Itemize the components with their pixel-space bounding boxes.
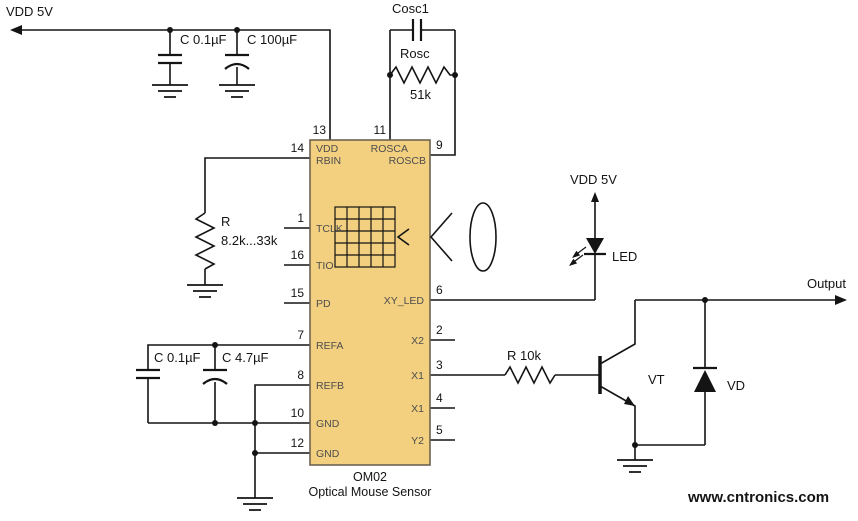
output-arrow-icon [835, 295, 847, 305]
vdd-arrow-up-icon [591, 192, 599, 202]
capacitor-c4 [202, 368, 228, 385]
diode-triangle-icon [694, 370, 716, 392]
ground-symbols [152, 84, 653, 511]
pin-number-16: 16 [291, 248, 305, 262]
label-transistor: VT [648, 372, 665, 387]
capacitor-c3 [136, 368, 160, 380]
pin-number-14: 14 [291, 141, 305, 155]
label-vdd-left: VDD 5V [6, 4, 53, 19]
led-triangle-icon [586, 238, 604, 254]
pin-number-5: 5 [436, 423, 443, 437]
pin-number-6: 6 [436, 283, 443, 297]
pin-number-11: 11 [374, 123, 387, 137]
ic-outline [309, 139, 431, 466]
label-rosc: Rosc [400, 46, 430, 61]
pin-name-tclk: TCLK [316, 223, 343, 235]
label-cap2: C 100µF [247, 32, 297, 47]
watermark: www.cntronics.com [687, 489, 829, 506]
pin-number-10: 10 [291, 406, 305, 420]
pin-name-vdd: VDD [316, 143, 339, 155]
pin-name-rosca: ROSCA [371, 143, 408, 155]
wires [22, 29, 836, 498]
pin-number-13: 13 [313, 123, 327, 137]
pin-number-9: 9 [436, 138, 443, 152]
pin-name-refb: REFB [316, 380, 344, 392]
label-rosc-value: 51k [410, 87, 431, 102]
led-emission-arrows-icon [569, 246, 587, 266]
capacitor-c2 [224, 53, 250, 70]
label-cosc1: Cosc1 [392, 1, 429, 16]
label-r-rbin-value: 8.2k...33k [221, 233, 278, 248]
ground-icon [219, 84, 255, 98]
pin-number-4: 4 [436, 391, 443, 405]
sensor-grid-icon [334, 206, 396, 268]
pin-number-7: 7 [297, 328, 304, 342]
label-output: Output [807, 276, 846, 291]
pin-name-pd: PD [316, 298, 331, 310]
ground-icon [152, 84, 188, 98]
pin-number-3: 3 [436, 358, 443, 372]
label-vdd-right: VDD 5V [570, 172, 617, 187]
light-chevron-small-icon [396, 228, 410, 246]
pin-name-y2: Y2 [411, 435, 424, 447]
pin-name-refa: REFA [316, 340, 343, 352]
label-cap3: C 0.1µF [154, 350, 201, 365]
pin-name-roscb: ROSCB [389, 155, 426, 167]
vdd-arrow-left-icon [10, 25, 22, 35]
pin-name-gnd1: GND [316, 418, 340, 430]
pin-name-xy-led: XY_LED [384, 295, 425, 307]
label-r-base: R 10k [507, 348, 541, 363]
ground-icon [187, 284, 223, 298]
ground-icon [617, 459, 653, 473]
transistor-symbol [598, 356, 635, 406]
label-cap1: C 0.1µF [180, 32, 227, 47]
junction-dots [167, 27, 708, 456]
capacitor-c1 [158, 53, 182, 65]
pin-number-12: 12 [291, 436, 305, 450]
lens-icon [469, 202, 497, 272]
ic-body [309, 139, 431, 466]
ic-subtitle: Optical Mouse Sensor [309, 485, 432, 499]
ground-icon [237, 497, 273, 511]
pin-name-x1a: X1 [411, 370, 424, 382]
pin-number-1: 1 [297, 211, 304, 225]
pin-name-gnd2: GND [316, 448, 340, 460]
capacitor-cosc1 [411, 19, 423, 41]
pin-number-15: 15 [291, 286, 305, 300]
diode-symbol [693, 366, 717, 392]
label-diode: VD [727, 378, 745, 393]
optics [429, 202, 497, 272]
label-led: LED [612, 249, 637, 264]
pin-number-8: 8 [297, 368, 304, 382]
pin-name-x1b: X1 [411, 403, 424, 415]
pin-name-rbin: RBIN [316, 155, 341, 167]
label-r-rbin: R [221, 214, 230, 229]
label-cap4: C 4.7µF [222, 350, 269, 365]
pin-number-2: 2 [436, 323, 443, 337]
light-chevron-large-icon [429, 212, 453, 262]
pin-name-tio: TIO [316, 260, 334, 272]
emitter-arrow-icon [624, 396, 635, 406]
pin-name-x2: X2 [411, 335, 424, 347]
ic-name: OM02 [353, 470, 387, 484]
led-symbol [569, 192, 606, 266]
